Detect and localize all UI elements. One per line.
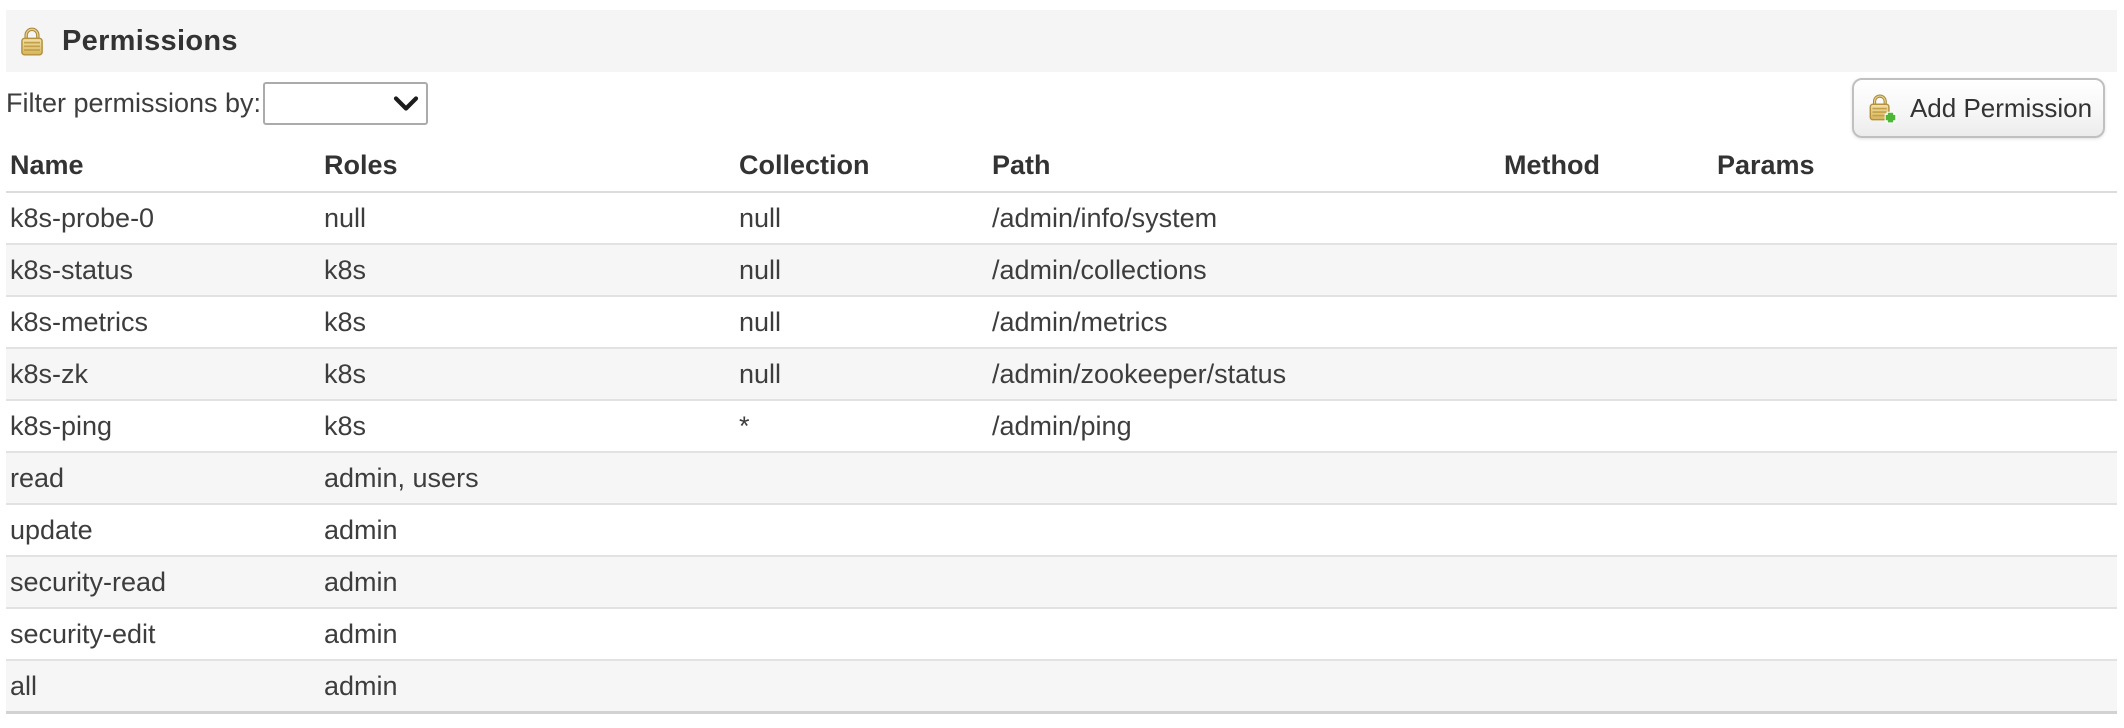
cell-name: security-read [6, 556, 320, 609]
cell-name: k8s-status [6, 244, 320, 297]
cell-collection [735, 504, 988, 557]
add-permission-button-label: Add Permission [1909, 92, 2093, 123]
table-row[interactable]: k8s-probe-0 null null /admin/info/system [6, 192, 2117, 245]
cell-method [1500, 660, 1713, 714]
cell-path [988, 660, 1500, 714]
cell-params [1713, 504, 2117, 557]
permissions-table: Name Roles Collection Path Method Params… [6, 140, 2117, 714]
cell-method [1500, 556, 1713, 609]
lock-icon [15, 24, 49, 58]
page-title: Permissions [62, 24, 238, 57]
cell-collection: null [735, 348, 988, 401]
column-header-collection: Collection [735, 140, 988, 193]
table-row[interactable]: all admin [6, 660, 2117, 714]
cell-params [1713, 452, 2117, 505]
cell-name: update [6, 504, 320, 557]
cell-collection [735, 556, 988, 609]
cell-collection: null [735, 192, 988, 245]
cell-roles: admin [320, 608, 735, 661]
cell-collection: * [735, 400, 988, 453]
cell-params [1713, 556, 2117, 609]
cell-path: /admin/info/system [988, 192, 1500, 245]
cell-path [988, 504, 1500, 557]
cell-collection [735, 452, 988, 505]
column-header-path: Path [988, 140, 1500, 193]
cell-name: k8s-ping [6, 400, 320, 453]
cell-name: k8s-metrics [6, 296, 320, 349]
cell-path [988, 556, 1500, 609]
cell-params [1713, 608, 2117, 661]
cell-method [1500, 504, 1713, 557]
filter-permissions-select-wrap [263, 82, 428, 125]
cell-params [1713, 660, 2117, 714]
table-row[interactable]: update admin [6, 504, 2117, 557]
column-header-roles: Roles [320, 140, 735, 193]
add-permission-button[interactable]: Add Permission [1852, 78, 2105, 138]
column-header-params: Params [1713, 140, 2117, 193]
table-row[interactable]: k8s-status k8s null /admin/collections [6, 244, 2117, 297]
cell-roles: k8s [320, 244, 735, 297]
cell-collection: null [735, 296, 988, 349]
filter-permissions-select[interactable] [263, 82, 428, 125]
cell-path [988, 452, 1500, 505]
cell-params [1713, 244, 2117, 297]
cell-method [1500, 244, 1713, 297]
cell-roles: admin, users [320, 452, 735, 505]
cell-path: /admin/metrics [988, 296, 1500, 349]
table-row[interactable]: k8s-ping k8s * /admin/ping [6, 400, 2117, 453]
cell-collection: null [735, 244, 988, 297]
cell-name: security-edit [6, 608, 320, 661]
permissions-header-bar: Permissions [6, 10, 2117, 72]
cell-method [1500, 608, 1713, 661]
cell-roles: admin [320, 504, 735, 557]
table-row[interactable]: read admin, users [6, 452, 2117, 505]
cell-params [1713, 192, 2117, 245]
cell-params [1713, 296, 2117, 349]
column-header-name: Name [6, 140, 320, 193]
cell-path: /admin/ping [988, 400, 1500, 453]
filter-permissions-label: Filter permissions by: [6, 88, 262, 118]
cell-roles: k8s [320, 348, 735, 401]
lock-add-icon [1865, 91, 1899, 125]
column-header-method: Method [1500, 140, 1713, 193]
cell-path [988, 608, 1500, 661]
permissions-table-body: k8s-probe-0 null null /admin/info/system… [6, 192, 2117, 714]
cell-method [1500, 348, 1713, 401]
permissions-table-head: Name Roles Collection Path Method Params [6, 140, 2117, 193]
cell-name: k8s-zk [6, 348, 320, 401]
cell-roles: k8s [320, 296, 735, 349]
cell-method [1500, 192, 1713, 245]
cell-method [1500, 400, 1713, 453]
cell-method [1500, 296, 1713, 349]
cell-name: all [6, 660, 320, 714]
cell-params [1713, 348, 2117, 401]
cell-name: k8s-probe-0 [6, 192, 320, 245]
table-row[interactable]: security-edit admin [6, 608, 2117, 661]
cell-name: read [6, 452, 320, 505]
table-row[interactable]: k8s-metrics k8s null /admin/metrics [6, 296, 2117, 349]
cell-path: /admin/zookeeper/status [988, 348, 1500, 401]
cell-collection [735, 608, 988, 661]
cell-path: /admin/collections [988, 244, 1500, 297]
cell-method [1500, 452, 1713, 505]
cell-roles: admin [320, 556, 735, 609]
cell-roles: admin [320, 660, 735, 714]
cell-params [1713, 400, 2117, 453]
cell-collection [735, 660, 988, 714]
cell-roles: k8s [320, 400, 735, 453]
cell-roles: null [320, 192, 735, 245]
table-row[interactable]: k8s-zk k8s null /admin/zookeeper/status [6, 348, 2117, 401]
table-row[interactable]: security-read admin [6, 556, 2117, 609]
